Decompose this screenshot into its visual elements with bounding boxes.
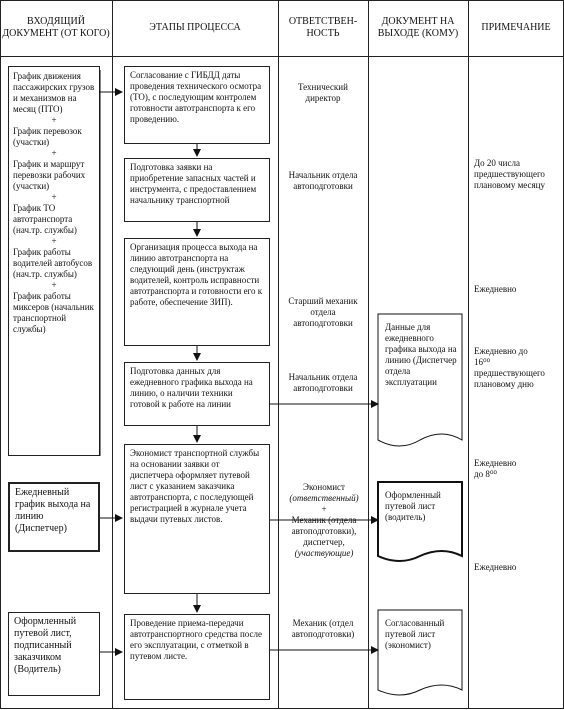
plus-sign: +	[51, 148, 57, 158]
output-document-text: Оформленный путевой лист (водитель)	[385, 490, 441, 522]
stage-text: Подготовка данных для ежедневного график…	[130, 366, 253, 409]
output-document-text: Данные для ежедневного графика выхода на…	[385, 322, 457, 387]
note-text: Ежедневно	[474, 284, 517, 294]
responsibility-text: Начальник отдела автоподготовки	[288, 372, 358, 393]
incoming-item: График работы миксеров (начальник трансп…	[13, 291, 94, 334]
incoming-item: График движения пассажирских грузов и ме…	[13, 71, 95, 114]
responsibility-1: Технический директор	[284, 82, 362, 104]
header-divider	[0, 56, 564, 57]
stage-box-5: Экономист транспортной службы на основан…	[124, 444, 270, 594]
output-document-shape	[377, 481, 463, 562]
plus-sign: +	[51, 192, 57, 202]
note-4: Ежедневно до 8⁰⁰	[474, 458, 560, 480]
column-divider	[468, 0, 469, 708]
note-text: До 20 числа предшествующего плановому ме…	[474, 158, 545, 190]
note-text: Ежедневно	[474, 458, 517, 468]
header-note-text: ПРИМЕЧАНИЕ	[481, 22, 551, 33]
column-divider	[368, 0, 369, 708]
responsibility-text: Старший механик отдела автоподготовки	[288, 296, 358, 328]
header-output-text: ДОКУМЕНТ НА ВЫХОДЕ (КОМУ)	[377, 16, 459, 39]
responsibility-2: Начальник отдела автоподготовки	[284, 170, 362, 192]
header-output: ДОКУМЕНТ НА ВЫХОДЕ (КОМУ)	[368, 0, 468, 56]
incoming-item: График ТО автотранспорта (нач.тр. службы…	[13, 203, 77, 235]
incoming-item: График перевозок (участки)	[13, 126, 82, 147]
incoming-schedules-box: График движения пассажирских грузов и ме…	[8, 66, 100, 456]
output-document-shape	[377, 609, 463, 696]
stage-box-3: Организация процесса выхода на линию авт…	[124, 238, 270, 346]
incoming-daily-text: Ежедневный график выхода на линию (Диспе…	[15, 487, 91, 534]
responsibility-text: Технический директор	[298, 82, 348, 103]
responsibility-4: Начальник отдела автоподготовки	[284, 372, 362, 394]
stage-box-6: Проведение приема-передачи автотранспорт…	[124, 614, 270, 700]
output-document-text: Согласованный путевой лист (экономист)	[385, 618, 445, 650]
plus-sign: +	[51, 236, 57, 246]
plus-sign: +	[51, 280, 57, 290]
incoming-waybill-text: Оформленный путевой лист, подписанный за…	[14, 616, 77, 675]
stage-box-1: Согласование с ГИБДД даты проведения тех…	[124, 66, 270, 144]
responsibility-role-text: (участвующие)	[294, 548, 354, 558]
stage-text: Согласование с ГИБДД даты проведения тех…	[130, 70, 262, 124]
output-document-3: Согласованный путевой лист (экономист)	[380, 614, 464, 688]
header-incoming-text: ВХОДЯЩИЙ ДОКУМЕНТ (ОТ КОГО)	[2, 16, 110, 39]
incoming-waybill-box: Оформленный путевой лист, подписанный за…	[8, 612, 100, 696]
header-responsibility: ОТВЕТСТВЕН-НОСТЬ	[278, 0, 368, 56]
responsibility-text: Механик (отдел автоподготовки)	[291, 618, 355, 639]
responsibility-role-text: (ответственный)	[289, 493, 359, 503]
stage-box-2: Подготовка заявки на приобретение запасн…	[124, 158, 270, 222]
plus-sign: +	[51, 115, 57, 125]
note-2: Ежедневно	[474, 284, 560, 295]
stage-text: Подготовка заявки на приобретение запасн…	[130, 162, 257, 205]
output-document-shape	[377, 313, 463, 447]
header-stages: ЭТАПЫ ПРОЦЕССА	[112, 0, 278, 56]
column-divider	[112, 0, 113, 708]
table-bottom-border	[0, 708, 564, 709]
header-note: ПРИМЕЧАНИЕ	[468, 0, 564, 56]
header-stages-text: ЭТАПЫ ПРОЦЕССА	[149, 22, 241, 33]
header-responsibility-text: ОТВЕТСТВЕН-НОСТЬ	[288, 16, 358, 39]
responsibility-3: Старший механик отдела автоподготовки	[284, 296, 362, 329]
note-text: до 8⁰⁰	[474, 469, 498, 479]
stage-box-4: Подготовка данных для ежедневного график…	[124, 362, 270, 426]
note-text: Ежедневно	[474, 562, 517, 572]
plus-sign: +	[321, 504, 327, 514]
note-text: 16⁰⁰ предшествующего плановому дню	[474, 357, 545, 389]
table-top-border	[0, 0, 564, 1]
stage-text: Организация процесса выхода на линию авт…	[130, 242, 263, 307]
note-text: Ежедневно до	[474, 346, 528, 356]
incoming-item: График и маршрут перевозки рабочих (учас…	[13, 159, 86, 191]
responsibility-6: Механик (отдел автоподготовки)	[284, 618, 362, 640]
stage-text: Экономист транспортной службы на основан…	[130, 448, 260, 524]
output-document-2: Оформленный путевой лист (водитель)	[380, 486, 464, 556]
stage-text: Проведение приема-передачи автотранспорт…	[130, 618, 263, 661]
note-5: Ежедневно	[474, 562, 560, 573]
responsibility-text: Начальник отдела автоподготовки	[288, 170, 358, 191]
output-document-1: Данные для ежедневного графика выхода на…	[380, 318, 464, 438]
note-1: До 20 числа предшествующего плановому ме…	[474, 158, 560, 191]
column-divider	[0, 0, 1, 708]
incoming-item: График работы водителей автобусов (нач.т…	[13, 247, 93, 279]
responsibility-text: Экономист	[303, 482, 345, 492]
header-incoming: ВХОДЯЩИЙ ДОКУМЕНТ (ОТ КОГО)	[0, 0, 112, 56]
column-divider	[278, 0, 279, 708]
incoming-daily-schedule-box: Ежедневный график выхода на линию (Диспе…	[8, 482, 100, 552]
note-3: Ежедневно до 16⁰⁰ предшествующего планов…	[474, 346, 562, 390]
